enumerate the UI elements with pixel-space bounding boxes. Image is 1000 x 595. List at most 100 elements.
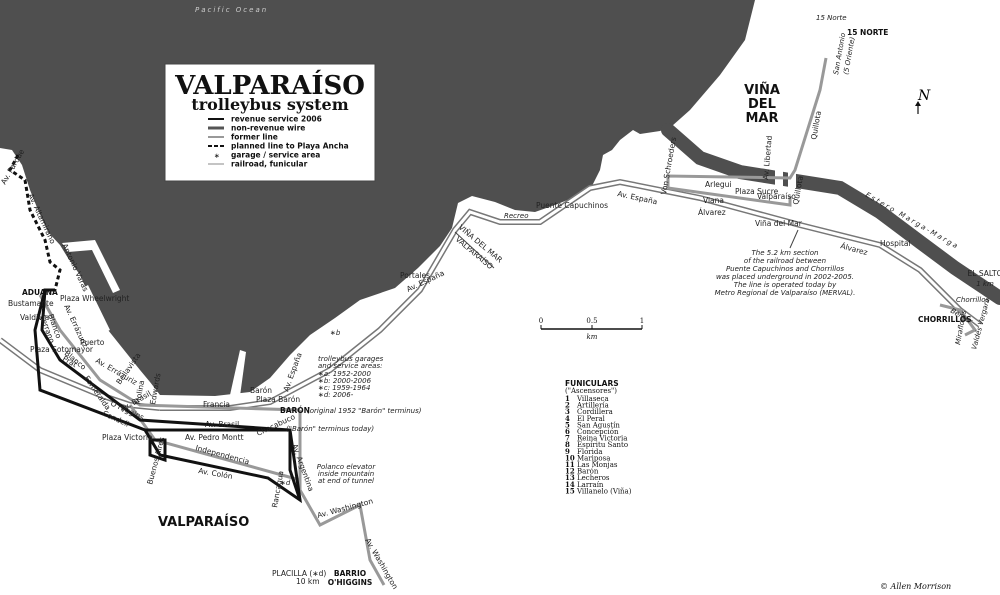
port-pier xyxy=(230,350,246,396)
funicular-number: 5 xyxy=(565,420,570,429)
label-baron-bold: BARÓN xyxy=(280,406,310,415)
funicular-number: 1 xyxy=(565,394,570,403)
label-av-libertad: Av. Libertad xyxy=(761,135,774,180)
label-viana: Viana xyxy=(703,196,724,205)
legend-item: planned line to Playa Ancha xyxy=(231,142,349,151)
funicular-number: 7 xyxy=(565,434,570,443)
credit: © Allen Morrison xyxy=(880,582,951,591)
city-label-valparaiso: VALPARAÍSO xyxy=(158,514,249,530)
revenue-service-lines xyxy=(33,288,302,504)
note-pointer xyxy=(789,229,799,249)
funicular-name: Barón xyxy=(577,468,599,476)
city-label-vina: VIÑA xyxy=(744,82,780,98)
label-av-washington: Av. Washington xyxy=(316,496,374,520)
bridge xyxy=(775,170,783,190)
funicular-name: Reina Victoria xyxy=(577,435,627,443)
label-recreo: Recreo xyxy=(504,212,529,220)
legend-swatch-garage: ∗ xyxy=(214,152,220,160)
funicular-number: 10 xyxy=(565,453,575,462)
funicular-number: 2 xyxy=(565,401,570,410)
svg-text:0: 0 xyxy=(539,317,543,325)
svg-text:∗b: 2000-2006: ∗b: 2000-2006 xyxy=(318,377,372,385)
svg-text:The line is operated today by: The line is operated today by xyxy=(734,281,837,289)
legend-item: railroad, funicular xyxy=(231,160,308,169)
funicular-name: Concepción xyxy=(577,428,619,436)
svg-text:FUNICULARS: FUNICULARS xyxy=(565,379,619,388)
legend-title: VALPARAÍSO xyxy=(174,69,365,101)
label-placilla: PLACILLA (∗d) xyxy=(272,569,326,578)
funicular-number: 11 xyxy=(565,460,575,469)
port-pier xyxy=(80,285,110,334)
port-pier xyxy=(62,240,120,293)
funicular-number: 14 xyxy=(565,480,575,489)
label-plaza-sucre: Plaza Sucre xyxy=(735,187,779,196)
legend-subtitle: trolleybus system xyxy=(191,95,348,114)
label-plaza-victoria: Plaza Victoria xyxy=(102,433,153,442)
garage-b-marker: ∗b xyxy=(330,329,341,337)
label-valparaiso-street: Valparaíso xyxy=(757,192,796,201)
estero-marga-marga xyxy=(661,123,1000,305)
label-baron: Barón xyxy=(250,386,272,395)
funicular-number: 12 xyxy=(565,467,575,476)
svg-text:Puente Capuchinos and Chorrill: Puente Capuchinos and Chorrillos xyxy=(726,265,844,273)
funicular-name: Lecheros xyxy=(577,474,610,482)
legend-item: non-revenue wire xyxy=(231,124,305,133)
svg-text:N: N xyxy=(917,88,931,104)
label-plaza-sotomayor: Plaza Sotomayor xyxy=(30,345,94,354)
funicular-name: Villanelo (Viña) xyxy=(576,487,632,495)
svg-text:Polanco elevator: Polanco elevator xyxy=(317,463,377,471)
city-label-vina: MAR xyxy=(745,111,778,126)
funicular-number: 6 xyxy=(565,427,570,436)
legend-item: revenue service 2006 xyxy=(231,115,322,124)
funicular-number: 8 xyxy=(565,440,570,449)
svg-text:km: km xyxy=(587,333,598,341)
label-molina: Molina xyxy=(133,380,146,406)
bridge xyxy=(670,160,678,180)
svg-text:1: 1 xyxy=(640,317,644,325)
legend: VALPARAÍSO trolleybus system ∗ revenue s… xyxy=(164,63,376,182)
funicular-name: Larraín xyxy=(577,481,604,489)
label-esmeralda: Esmeralda xyxy=(82,374,112,412)
north-arrow-icon: N xyxy=(915,88,931,114)
label-puente-capuchinos: Puente Capuchinos xyxy=(536,201,608,210)
funicular-name: Mariposa xyxy=(577,454,610,462)
label-bustamante: Bustamante xyxy=(8,299,54,308)
funicular-name: Florida xyxy=(577,448,603,456)
bridge xyxy=(788,172,796,192)
funicular-number: 13 xyxy=(565,473,575,482)
label-plaza-wheelwright: Plaza Wheelwright xyxy=(60,294,129,303)
label-chorrillos: Chorrillos xyxy=(956,296,989,304)
label-alvarez: Álvarez xyxy=(698,208,726,217)
label-av-brasil: Av. Brasil xyxy=(205,420,239,429)
municipal-boundary xyxy=(454,231,495,269)
legend-item: garage / service area xyxy=(231,151,320,160)
svg-text:of the railroad between: of the railroad between xyxy=(744,257,826,265)
funicular-number: 4 xyxy=(565,414,570,423)
label-av-pedro-montt: Av. Pedro Montt xyxy=(185,433,244,442)
label-baron-original: (original 1952 "Barón" terminus) xyxy=(307,407,422,415)
railroad-note: The 5.2 km section of the railroad betwe… xyxy=(715,249,856,297)
svg-text:∗d: 2006-: ∗d: 2006- xyxy=(318,391,354,399)
funicular-name: Cordillera xyxy=(577,408,613,416)
svg-text:trolleybus garages: trolleybus garages xyxy=(318,355,384,363)
label-15-norte-bold: 15 NORTE xyxy=(847,28,888,37)
svg-text:∗a: 1952-2000: ∗a: 1952-2000 xyxy=(318,370,371,378)
funicular-name: El Peral xyxy=(577,415,606,423)
label-portales: Portales xyxy=(400,271,430,280)
label-15-norte: 15 Norte xyxy=(816,14,847,22)
svg-text:at end of tunnel: at end of tunnel xyxy=(318,477,374,485)
svg-text:0.5: 0.5 xyxy=(586,317,597,325)
polanco-note: Polanco elevator inside mountain at end … xyxy=(317,463,377,485)
label-arlegui: Arlegui xyxy=(705,180,732,189)
label-francia: Francia xyxy=(203,400,230,409)
scale-bar: 0 0.5 1 km xyxy=(539,317,644,341)
label-valdes-vergara: Valdés Vergara xyxy=(970,298,991,351)
svg-text:was placed underground in 2002: was placed underground in 2002-2005. xyxy=(716,273,854,281)
ocean-label: Pacific Ocean xyxy=(195,6,268,14)
label-baron-today: ("Barón" terminus today) xyxy=(286,425,374,433)
garage-d-marker: ∗d xyxy=(280,479,291,487)
svg-text:("Ascensores"): ("Ascensores") xyxy=(565,387,617,395)
label-el-salto-km: 1 km xyxy=(976,280,994,288)
city-label-vina: DEL xyxy=(748,97,776,112)
